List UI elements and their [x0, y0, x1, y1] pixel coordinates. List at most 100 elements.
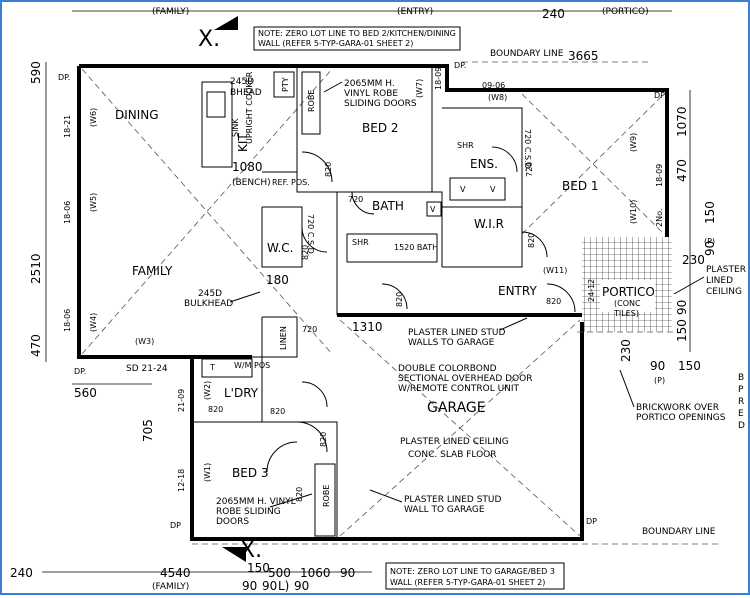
- bath-size-label: 1520 BATH: [394, 243, 438, 252]
- plaster-stud-bottom-leader: [369, 489, 403, 503]
- conc-label: (CONC: [614, 299, 641, 308]
- section-arrow-bottom: [222, 547, 246, 562]
- note-top-line1: NOTE: ZERO LOT LINE TO BED 2/KITCHEN/DIN…: [258, 29, 456, 38]
- dim-470-right: 470: [675, 159, 689, 182]
- kitchen-bench: [201, 81, 233, 168]
- window-size-w9: 18-09: [655, 164, 664, 187]
- dim-1310: 1310: [352, 320, 383, 334]
- plaster-ceiling-1: PLASTER LINED CEILING: [400, 437, 509, 447]
- dim-820-bed3: 820: [295, 487, 304, 502]
- bottom-240: 240: [10, 566, 33, 580]
- exterior-wall-bottom: [190, 322, 584, 541]
- room-ens: ENS.: [470, 157, 498, 171]
- dim-150-right-3: 150: [678, 359, 701, 373]
- bath-tub-box: [346, 233, 438, 263]
- bottom-90l: 90: [262, 579, 277, 593]
- dim-2510: 2510: [29, 253, 43, 284]
- colorbond-2: SECTIONAL OVERHEAD DOOR: [398, 374, 532, 384]
- dim-90-right: 90: [703, 241, 717, 256]
- plaster-stud-top-leader: [499, 317, 528, 331]
- robe-bed2-box: [301, 71, 321, 135]
- room-bed1: BED 1: [562, 179, 599, 193]
- vanity-v-label-3: V: [490, 185, 496, 194]
- csd-ens-label: 720 C.S.D.: [523, 129, 532, 171]
- door-wir: [521, 231, 548, 258]
- dp-top-right: DP: [654, 91, 665, 100]
- dim-470: 470: [29, 334, 43, 357]
- room-family: FAMILY: [132, 264, 173, 278]
- note-box-bottom: [385, 562, 565, 590]
- dim-90-p: 90: [650, 359, 665, 373]
- diag-dash-6: [521, 93, 665, 235]
- diag-dash-5: [521, 93, 665, 235]
- room-linen: LINEN: [279, 326, 288, 350]
- bottom-l: L): [278, 579, 289, 593]
- dim-820-bed2: 820: [324, 162, 333, 177]
- note-top-line2: WALL (REFER 5-TYP-GARA-01 SHEET 2): [258, 39, 413, 48]
- dim-720-bath: 720: [348, 195, 363, 204]
- robe-doors-bed2-3: SLIDING DOORS: [344, 99, 417, 109]
- ref-pos-label: REF. POS.: [272, 178, 310, 187]
- laundry-tub-box: [201, 358, 253, 378]
- window-w10: (W10): [629, 200, 638, 224]
- diag-dash-4: [339, 319, 581, 537]
- robe-bed3-box: [314, 463, 336, 537]
- robe-doors-bed3-1: 2065MM H. VINYL: [216, 497, 296, 507]
- sink-label: SINK: [231, 118, 240, 137]
- dim-720-ens: 720: [525, 162, 534, 177]
- section-marker-top: X.: [198, 27, 220, 52]
- bench-label: (BENCH): [232, 178, 271, 188]
- dim-820-wir: 820: [527, 233, 536, 248]
- dim-1080: 1080: [232, 160, 263, 174]
- window-w6: (W6): [89, 108, 98, 127]
- window-w11: (W11): [543, 266, 567, 275]
- basin-box: [426, 201, 442, 217]
- bpred-4: E: [738, 409, 744, 419]
- robe-doors-bed3-2: ROBE SLIDING: [216, 507, 281, 517]
- dim-820-ldry2: 820: [270, 407, 285, 416]
- room-dining: DINING: [115, 108, 159, 122]
- section-arrow-top: [214, 16, 238, 30]
- dim-820-entry2: 820: [546, 297, 561, 306]
- room-bed3: BED 3: [232, 466, 269, 480]
- bpred-2: P: [738, 385, 744, 395]
- window-w8: (W8): [488, 93, 507, 102]
- dim-p-label-2: (P): [704, 237, 715, 246]
- plaster-stud-top-2: WALLS TO GARAGE: [408, 338, 495, 348]
- robe-bed2-label: ROBE: [307, 90, 316, 112]
- door-garage: [296, 421, 328, 453]
- brickwork-1: BRICKWORK OVER: [636, 403, 719, 413]
- room-garage: GARAGE: [427, 400, 486, 416]
- sink-box: [206, 91, 226, 118]
- door-entry-main: [546, 283, 576, 313]
- wm-pos-label: W/M POS: [234, 361, 270, 370]
- dim-150-right-2: 150: [675, 319, 689, 342]
- bottom-family: (FAMILY): [152, 582, 189, 592]
- pantry-box: [273, 71, 295, 98]
- door-wc: [301, 226, 328, 253]
- vanity-v-label-2: V: [460, 185, 466, 194]
- colorbond-1: DOUBLE COLORBOND: [398, 364, 497, 374]
- diag-dash-1: [81, 68, 333, 355]
- robe-bed3-label: ROBE: [322, 485, 331, 507]
- window-w1: (W1): [203, 463, 212, 482]
- tub-label: T: [209, 363, 215, 372]
- room-wir: W.I.R: [474, 217, 504, 231]
- brickwork-leader: [619, 369, 635, 408]
- room-bed2: BED 2: [362, 121, 399, 135]
- dp-top-mid: DP.: [454, 61, 466, 70]
- wall-ens-wir: [442, 107, 523, 268]
- door-family-entry: [381, 283, 408, 310]
- door-ldry: [301, 381, 328, 408]
- exterior-wall-left: [77, 66, 252, 359]
- boundary-top-dim: 3665: [568, 49, 599, 63]
- bottom-4540: 4540: [160, 566, 191, 580]
- bulkhead-family-2: BULKHEAD: [184, 299, 233, 309]
- dim-820-entry: 820: [395, 292, 404, 307]
- plaster-portico-2: LINED: [706, 276, 733, 286]
- window-w5: (W5): [89, 193, 98, 212]
- window-size-w5: 18-06: [63, 201, 72, 224]
- bottom-1060: 1060: [300, 566, 331, 580]
- bpred-1: B: [738, 373, 744, 383]
- dim-p-label: (P): [654, 376, 665, 385]
